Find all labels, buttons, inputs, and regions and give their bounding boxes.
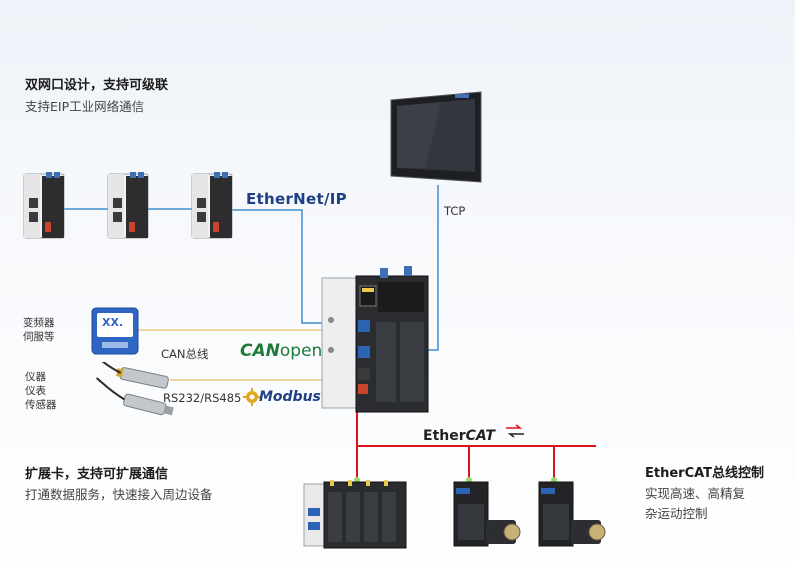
- modbus-logo: Modbus: [259, 389, 321, 405]
- expansion-subtext: 打通数据服务，快速接入周边设备: [25, 487, 213, 502]
- modbus-gear-icon: [243, 388, 261, 406]
- hmi-touch-panel: [390, 91, 482, 183]
- canopen-logo-open: open: [279, 341, 323, 361]
- inverter-meter-device: [91, 307, 139, 355]
- ethercat-subtext-2: 杂运动控制: [645, 506, 708, 521]
- io-module-1: [23, 172, 65, 239]
- servo-drive-2: [538, 481, 606, 547]
- io-module-2: [107, 172, 149, 239]
- can-bus-label: CAN总线: [161, 347, 209, 361]
- cascade-subtext: 支持EIP工业网络通信: [25, 99, 145, 114]
- cascade-heading: 双网口设计，支持可级联: [25, 78, 169, 93]
- ethercat-heading: EtherCAT总线控制: [645, 466, 765, 481]
- ethercat-arrows-icon: [506, 424, 524, 438]
- ethernet-ip-logo: EtherNet/IP: [246, 190, 347, 208]
- canopen-logo: CANopen: [240, 341, 322, 361]
- expansion-heading: 扩展卡，支持可扩展通信: [25, 467, 169, 482]
- canopen-logo-can: CAN: [240, 341, 280, 361]
- meter-display-text: XX.: [102, 316, 124, 329]
- sensor-devices: [93, 362, 174, 416]
- serial-label: RS232/RS485: [163, 391, 242, 405]
- tcp-label: TCP: [444, 204, 466, 218]
- ethercat-logo: EtherCAT: [423, 428, 495, 444]
- expansion-io-rack: [303, 480, 407, 549]
- main-plc-controller: [321, 266, 429, 413]
- ethercat-logo-ether: Ether: [423, 428, 466, 444]
- sensor-label-3: 传感器: [25, 399, 57, 411]
- ethercat-logo-cat: CAT: [465, 428, 495, 444]
- ethercat-subtext-1: 实现高速、高精复: [645, 486, 746, 501]
- sensor-label-2: 仪表: [25, 385, 46, 397]
- inverter-label-2: 伺服等: [23, 331, 55, 343]
- sensor-label-1: 仪器: [25, 371, 46, 383]
- io-module-3: [191, 172, 233, 239]
- servo-drive-1: [453, 481, 521, 547]
- inverter-label-1: 变频器: [23, 317, 55, 329]
